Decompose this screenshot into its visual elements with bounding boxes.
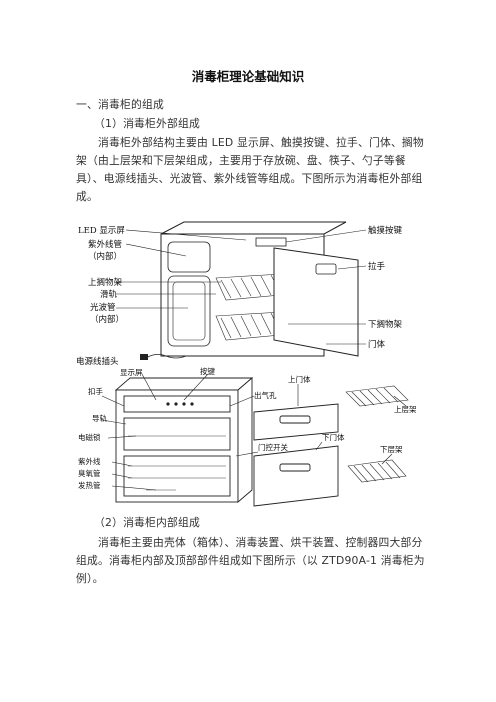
subsection-heading: （1）消毒柜外部组成 <box>94 117 201 130</box>
label-rail: 滑轨 <box>100 289 118 300</box>
section-heading: 一、消毒柜的组成 <box>76 98 164 111</box>
label-upper-shelf: 上层架 <box>394 405 417 414</box>
component-detail-figure: 显示屏 按键 扣手 导轨 电磁锁 紫外线 臭氧管 发热管 出气孔 上门体 门控开… <box>78 366 417 507</box>
label-handle: 拉手 <box>368 261 386 272</box>
page-title: 消毒柜理论基础知识 <box>191 69 305 84</box>
label-lightwave-tube-sub: （内部） <box>90 314 124 325</box>
label-led-display: LED 显示屏 <box>78 226 125 236</box>
label-touch-keys: 触摸按键 <box>368 225 403 236</box>
label-lower-rack: 下搁物架 <box>368 319 403 330</box>
label-uv: 紫外线 <box>78 456 101 466</box>
label-lightwave-tube: 光波管 <box>90 302 116 313</box>
label-door: 门体 <box>368 339 386 350</box>
label-guide-rail: 导轨 <box>92 413 107 423</box>
label-heater-tube: 发热管 <box>78 480 101 490</box>
label-lower-shelf: 下层架 <box>380 445 403 454</box>
paragraph-internal: 消毒柜主要由壳体（箱体）、消毒装置、烘干装置、控制器四大部分组成。消毒柜内部及顶… <box>76 536 425 585</box>
label-power-plug: 电源线插头 <box>76 356 119 366</box>
label-lower-door: 下门体 <box>322 432 345 442</box>
label-display: 显示屏 <box>120 368 143 377</box>
label-buckle: 扣手 <box>88 386 103 396</box>
label-ozone-tube: 臭氧管 <box>78 468 101 478</box>
label-air-vent: 出气孔 <box>254 390 277 400</box>
label-upper-door: 上门体 <box>288 374 311 384</box>
label-buttons: 按键 <box>200 366 215 376</box>
label-uv-tube-sub: （内部） <box>88 251 122 262</box>
label-electromagnetic-lock: 电磁锁 <box>78 432 101 442</box>
paragraph-external: 消毒柜外部结构主要由 LED 显示屏、触摸按键、拉手、门体、搁物架（由上层架和下… <box>76 136 424 203</box>
label-uv-tube: 紫外线管 <box>88 239 122 250</box>
label-upper-rack: 上搁物架 <box>88 277 123 288</box>
label-door-switch: 门控开关 <box>258 442 288 452</box>
subsection-heading-internal: （2）消毒柜内部组成 <box>94 516 201 529</box>
external-structure-figure: LED 显示屏 紫外线管 （内部） 上搁物架 滑轨 光波管 （内部） 电源线插头… <box>76 221 403 366</box>
